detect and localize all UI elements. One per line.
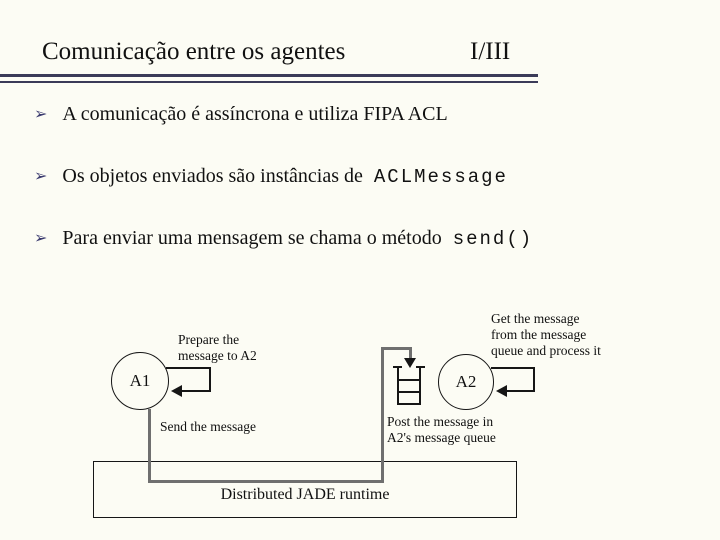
agent-a2-label: A2 — [455, 372, 477, 391]
bullet-code-text: send() — [452, 228, 534, 250]
post-message-label: Post the message in A2's message queue — [387, 414, 496, 445]
get-message-label: Get the message from the message queue a… — [491, 311, 601, 358]
agent-a1-label: A1 — [129, 371, 151, 390]
arrow-bullet-icon: ➢ — [34, 104, 48, 123]
a2-loop-bottom-line — [507, 390, 535, 392]
bullet-item: ➢ Os objetos enviados são instâncias de … — [34, 165, 694, 188]
agent-a1-node: A1 — [111, 352, 169, 410]
a1-loop-bottom-line — [182, 390, 211, 392]
jade-runtime-label: Distributed JADE runtime — [220, 486, 390, 503]
a1-loop-top-line — [166, 367, 211, 369]
queue-left-side — [397, 366, 399, 405]
page-title: Comunicação entre os agentes — [42, 38, 346, 65]
send-message-label: Send the message — [160, 419, 256, 434]
send-path-segment-top — [381, 347, 412, 350]
title-divider-bottom-line — [0, 81, 538, 83]
send-path-segment-up — [381, 347, 384, 483]
queue-arrow-stem — [409, 350, 412, 360]
a2-loop-top-line — [491, 367, 535, 369]
bullet-text: Para enviar uma mensagem se chama o méto… — [62, 227, 442, 249]
a2-loop-right-line — [533, 367, 535, 392]
bullet-code-text: ACLMessage — [373, 166, 508, 188]
page-number-indicator: I/III — [470, 38, 511, 65]
a1-loop-right-line — [209, 367, 211, 392]
bullet-text: Os objetos enviados são instâncias de — [62, 165, 363, 187]
arrow-bullet-icon: ➢ — [34, 166, 48, 185]
queue-arrow-down-icon — [404, 358, 416, 368]
agent-a2-node: A2 — [438, 354, 494, 410]
jade-runtime-box: Distributed JADE runtime — [93, 461, 517, 518]
arrow-bullet-icon: ➢ — [34, 228, 48, 247]
queue-slot-line — [397, 379, 421, 381]
send-path-segment-across — [148, 480, 384, 483]
bullet-text: A comunicação é assíncrona e utiliza FIP… — [62, 103, 448, 125]
a1-loop-arrow-icon — [171, 385, 182, 397]
title-divider-top-line — [0, 74, 538, 77]
prepare-message-label: Prepare the message to A2 — [178, 332, 257, 363]
bullet-item: ➢ Para enviar uma mensagem se chama o mé… — [34, 227, 694, 250]
queue-slot-line — [397, 391, 421, 393]
a2-loop-arrow-icon — [496, 385, 507, 397]
queue-slot-line — [397, 403, 421, 405]
send-path-segment-down — [148, 409, 151, 483]
queue-right-side — [419, 366, 421, 405]
bullet-item: ➢ A comunicação é assíncrona e utiliza F… — [34, 103, 694, 126]
